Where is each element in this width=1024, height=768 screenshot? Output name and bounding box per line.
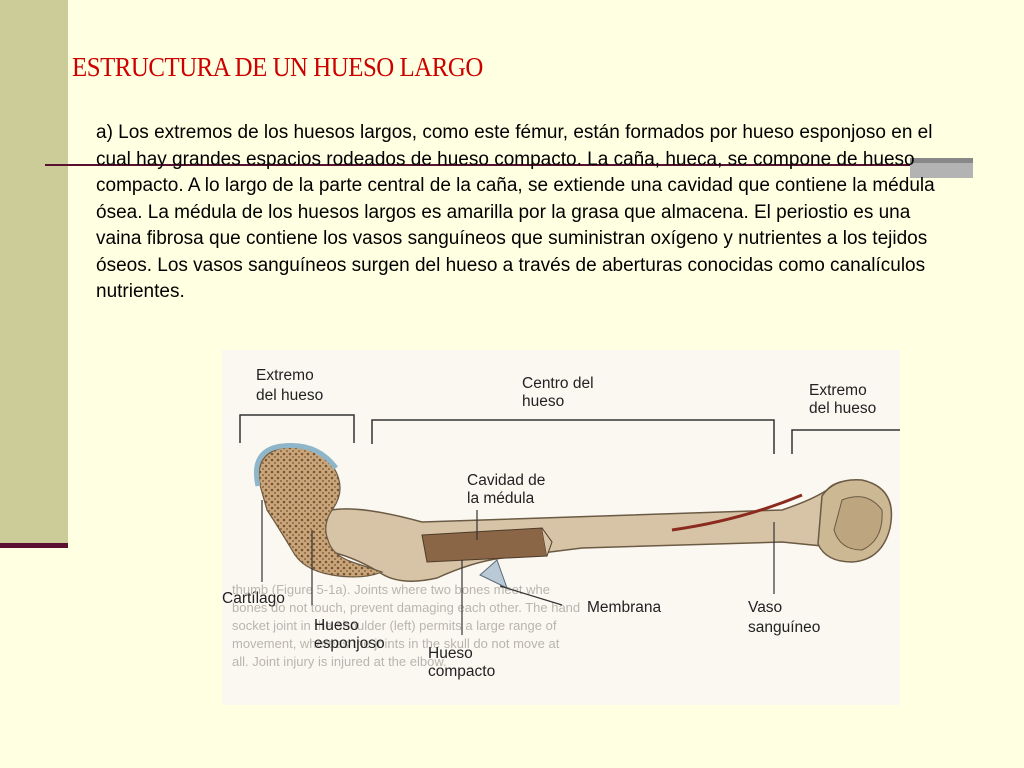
long-bone-figure: thumb (Figure 5-1a). Joints where two bo… bbox=[222, 350, 900, 705]
sidebar-accent-bar bbox=[0, 543, 68, 548]
svg-text:Extremo: Extremo bbox=[256, 367, 314, 384]
svg-text:socket joint in the shoulder (: socket joint in the shoulder (left) perm… bbox=[232, 618, 557, 633]
periosteum-membrane bbox=[479, 559, 508, 589]
label-vaso: Vaso sanguíneo bbox=[748, 599, 820, 636]
svg-text:Centro del: Centro del bbox=[522, 375, 594, 392]
label-membrana: Membrana bbox=[587, 599, 661, 616]
femur-diagram: thumb (Figure 5-1a). Joints where two bo… bbox=[222, 367, 900, 680]
background-bleed-text: thumb (Figure 5-1a). Joints where two bo… bbox=[232, 582, 580, 669]
left-sidebar-band bbox=[0, 0, 68, 545]
label-esponjoso: Hueso esponjoso bbox=[314, 617, 385, 652]
body-paragraph: a) Los extremos de los huesos largos, co… bbox=[96, 122, 935, 302]
svg-text:Hueso: Hueso bbox=[428, 645, 473, 662]
leader-lines bbox=[261, 500, 775, 635]
bone-shaft bbox=[316, 480, 889, 582]
svg-text:bones do not touch, prevent da: bones do not touch, prevent damaging eac… bbox=[232, 600, 580, 615]
svg-text:sanguíneo: sanguíneo bbox=[748, 619, 820, 636]
title-divider-line bbox=[45, 164, 915, 166]
label-cavidad: Cavidad de la médula bbox=[467, 472, 545, 507]
svg-text:del hueso: del hueso bbox=[809, 400, 876, 417]
svg-text:Extremo: Extremo bbox=[809, 382, 867, 399]
svg-text:compacto: compacto bbox=[428, 663, 495, 680]
blood-vessel bbox=[671, 493, 803, 532]
svg-text:hueso: hueso bbox=[522, 393, 564, 410]
label-cartilago: Cartílago bbox=[222, 590, 285, 607]
label-centro: Centro del hueso bbox=[522, 375, 594, 410]
label-compacto: Hueso compacto bbox=[428, 645, 495, 680]
svg-text:Hueso: Hueso bbox=[314, 617, 359, 634]
label-extremo-left: Extremo del hueso bbox=[256, 367, 323, 404]
slide-title: ESTRUCTURA DE UN HUESO LARGO bbox=[72, 52, 483, 82]
svg-text:Vaso: Vaso bbox=[748, 599, 782, 616]
cartilage-layer bbox=[254, 442, 339, 487]
svg-text:la médula: la médula bbox=[467, 490, 535, 507]
region-brackets bbox=[239, 414, 900, 454]
svg-text:movement, whereas the joints i: movement, whereas the joints in the skul… bbox=[232, 636, 560, 651]
svg-text:Cavidad de: Cavidad de bbox=[467, 472, 545, 489]
svg-text:del hueso: del hueso bbox=[256, 387, 323, 404]
svg-text:esponjoso: esponjoso bbox=[314, 635, 385, 652]
svg-text:all. Joint injury is injured a: all. Joint injury is injured at the elbo… bbox=[232, 654, 447, 669]
label-extremo-right: Extremo del hueso bbox=[809, 382, 876, 417]
divider-gray-block bbox=[910, 158, 973, 178]
